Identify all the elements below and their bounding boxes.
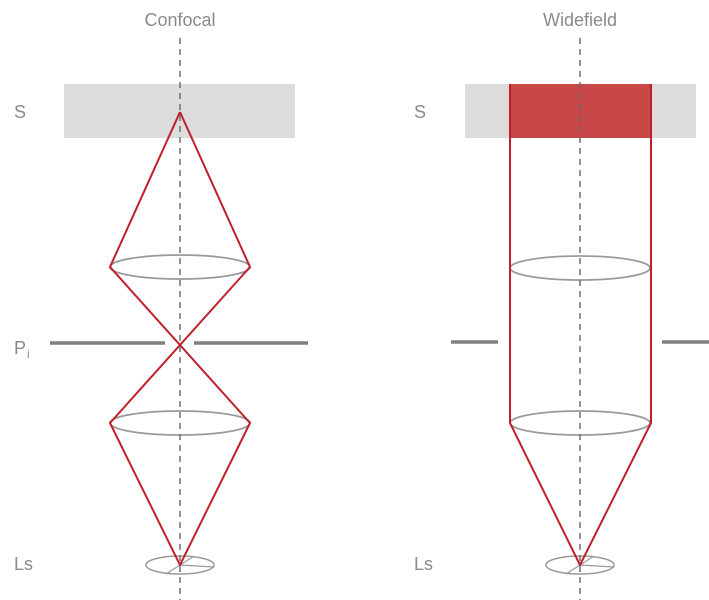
widefield-light-path xyxy=(509,84,652,568)
confocal-label-source: Ls xyxy=(14,554,33,574)
confocal-title: Confocal xyxy=(144,10,215,30)
confocal-label-pinhole: P xyxy=(14,338,26,358)
widefield-label-source: Ls xyxy=(414,554,433,574)
widefield-title: Widefield xyxy=(543,10,617,30)
confocal-label-sample: S xyxy=(14,102,26,122)
widefield-label-sample: S xyxy=(414,102,426,122)
confocal-label-pinhole-subscript: i xyxy=(27,347,30,361)
widefield-panel: Widefield S Ls xyxy=(414,10,709,600)
confocal-panel: Confocal S P i Ls xyxy=(14,10,308,600)
confocal-light-path xyxy=(108,111,252,568)
